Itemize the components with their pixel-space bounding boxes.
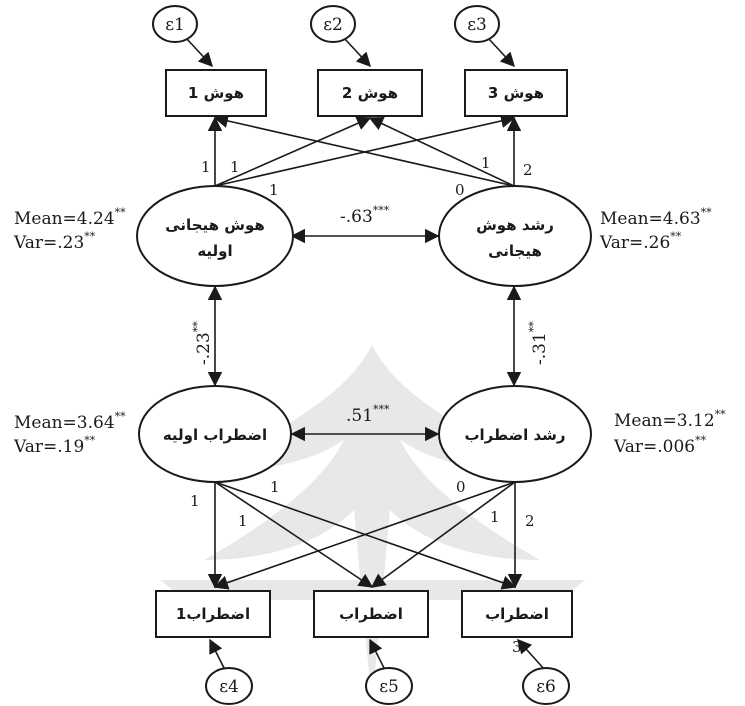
latent-label-line2: اولیه xyxy=(197,242,232,260)
indicator-anx-3: اضطراب xyxy=(461,590,573,638)
loading-anx-initial-2 xyxy=(214,481,374,588)
latent-label-line1: رشد هوش xyxy=(476,216,554,234)
loading-ei-growth-2 xyxy=(368,117,515,187)
latent-label-line2: هیجانی xyxy=(488,242,542,260)
indicator-number-3: 3 xyxy=(512,638,522,656)
error-label: ε2 xyxy=(323,15,343,35)
error-e5: ε5 xyxy=(365,667,413,705)
error-label: ε3 xyxy=(467,15,487,35)
error-label: ε4 xyxy=(219,677,239,697)
indicator-label: هوش 1 xyxy=(188,84,244,102)
indicator-label: هوش 2 xyxy=(342,84,398,102)
loading-label: 2 xyxy=(525,512,535,530)
loading-label: 0 xyxy=(456,478,466,496)
indicator-label: هوش 3 xyxy=(488,84,544,102)
error-e4: ε4 xyxy=(205,667,253,705)
latent-label: رشد اضطراب xyxy=(464,426,565,444)
stat-mean-anx-growth: Mean=3.12** xyxy=(614,408,726,431)
latent-label-line1: هوش هیجانی xyxy=(165,216,265,234)
loading-label: 2 xyxy=(523,161,533,179)
stat-mean-ei-growth: Mean=4.63** xyxy=(600,206,712,229)
indicator-ei-1: هوش 1 xyxy=(165,69,267,117)
loading-ei-initial-2 xyxy=(214,116,372,187)
error-path-e6 xyxy=(517,638,546,671)
loading-label: 1 xyxy=(230,158,240,176)
loading-label: 1 xyxy=(269,181,279,199)
correlation-top-label: -.63*** xyxy=(340,204,390,227)
correlation-right-label: -.31** xyxy=(527,321,550,365)
indicator-anx-1: اضطراب1 xyxy=(155,590,271,638)
latent-ei-initial: هوش هیجانی اولیه xyxy=(136,185,294,287)
correlation-left-label: -.23** xyxy=(191,321,214,365)
loading-label: 1 xyxy=(238,512,248,530)
error-label: ε5 xyxy=(379,677,399,697)
loading-label: 0 xyxy=(455,181,465,199)
error-label: ε6 xyxy=(536,677,556,697)
stat-mean-anx-initial: Mean=3.64** xyxy=(14,410,126,433)
latent-anx-growth: رشد اضطراب xyxy=(438,385,592,483)
error-label: ε1 xyxy=(165,15,185,35)
indicator-ei-2: هوش 2 xyxy=(317,69,423,117)
latent-label: اضطراب اولیه xyxy=(163,426,267,444)
error-path-e1 xyxy=(185,37,213,68)
paths xyxy=(185,37,546,671)
error-path-e4 xyxy=(209,638,226,671)
stat-var-anx-growth: Var=.006** xyxy=(613,434,707,457)
loading-ei-growth-1 xyxy=(213,113,515,187)
error-e2: ε2 xyxy=(310,5,356,43)
error-e1: ε1 xyxy=(152,5,198,43)
error-path-e5 xyxy=(369,638,386,671)
loading-label: 1 xyxy=(490,508,500,526)
error-e3: ε3 xyxy=(454,5,500,43)
indicator-label: اضطراب1 xyxy=(176,605,250,623)
loading-anx-growth-1 xyxy=(213,481,516,590)
stat-var-ei-initial: Var=.23** xyxy=(13,230,96,253)
latent-ei-growth: رشد هوش هیجانی xyxy=(438,185,592,287)
indicator-anx-2: اضطراب xyxy=(313,590,429,638)
stat-var-anx-initial: Var=.19** xyxy=(13,434,96,457)
stat-mean-ei-initial: Mean=4.24** xyxy=(14,206,126,229)
indicator-label: اضطراب xyxy=(485,605,549,623)
loading-anx-growth-2 xyxy=(370,481,516,588)
latent-anx-initial: اضطراب اولیه xyxy=(138,385,292,483)
loading-label: 1 xyxy=(270,478,280,496)
loading-label: 1 xyxy=(481,154,491,172)
indicator-ei-3: هوش 3 xyxy=(464,69,568,117)
error-e6: ε6 xyxy=(522,667,570,705)
error-path-e2 xyxy=(343,37,371,68)
loading-label: 1 xyxy=(201,158,211,176)
indicator-label: اضطراب xyxy=(339,605,403,623)
correlation-bottom-label: .51*** xyxy=(346,403,390,426)
error-path-e3 xyxy=(487,37,515,68)
loading-label: 1 xyxy=(190,492,200,510)
stat-var-ei-growth: Var=.26** xyxy=(599,230,682,253)
